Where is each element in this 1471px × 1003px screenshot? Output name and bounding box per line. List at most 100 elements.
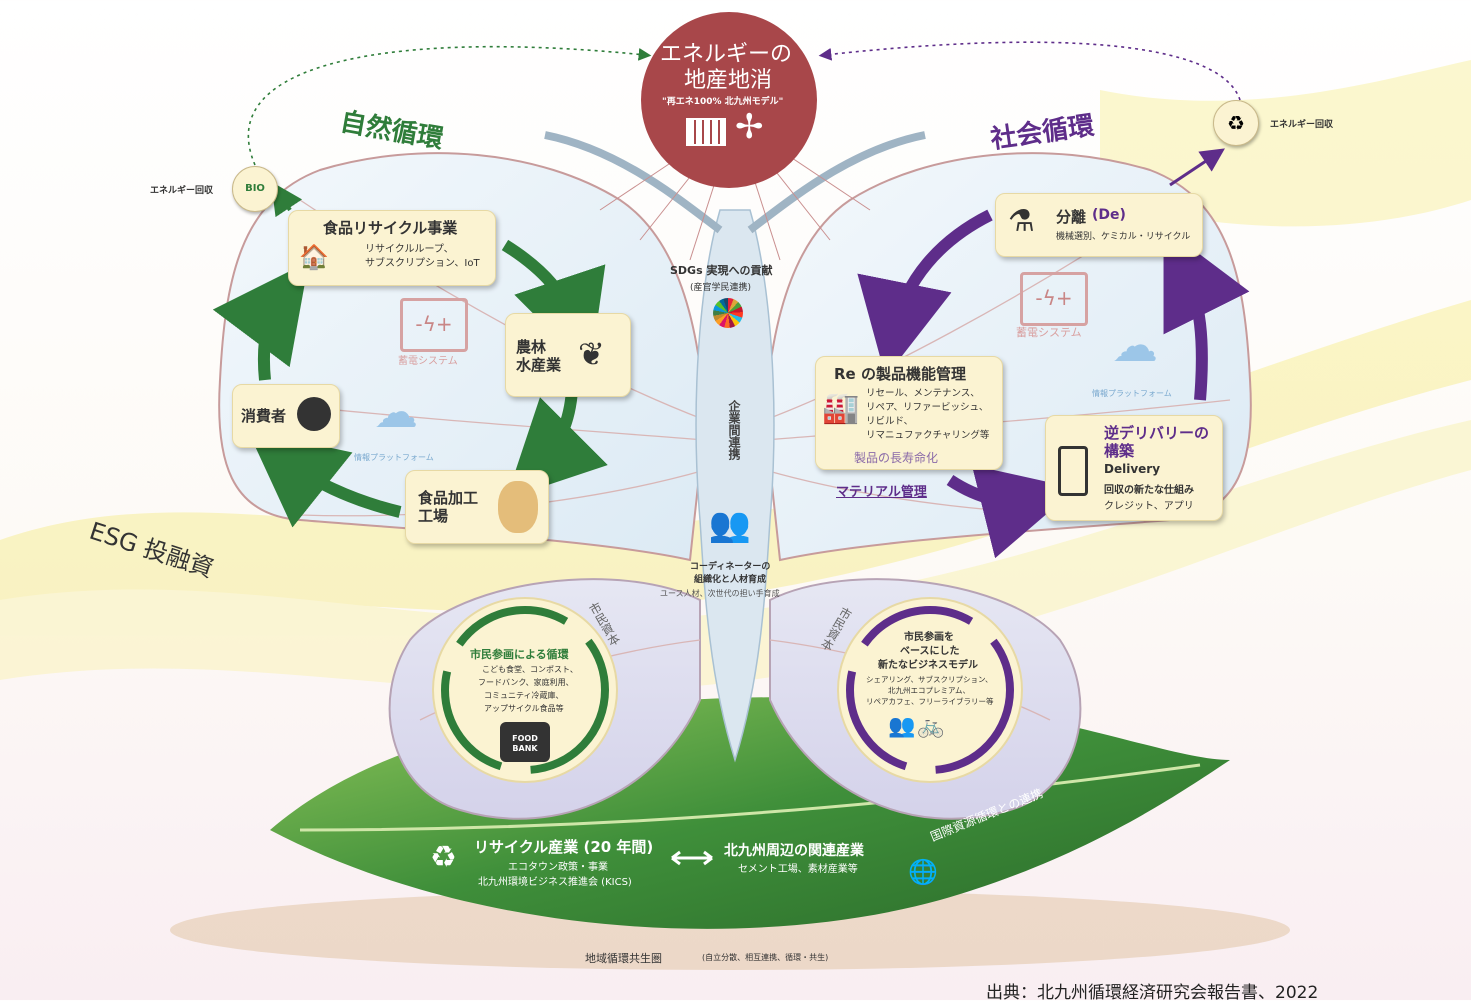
barrel-recycle-icon: ♻ bbox=[1213, 100, 1259, 146]
bm-title2: ベースにした bbox=[900, 646, 960, 657]
bm-line2: 北九州エコプレミアム、 bbox=[888, 686, 970, 695]
recycle-icon: ♻ bbox=[430, 840, 457, 875]
agri-line2: 水産業 bbox=[516, 356, 562, 374]
food-bank-text1: FOOD bbox=[512, 734, 538, 743]
purple-cycle-arrows bbox=[857, 209, 1250, 559]
esg-ribbons bbox=[0, 60, 1471, 692]
plant-icon: ❦ bbox=[578, 335, 605, 373]
food-bag-icon bbox=[297, 397, 331, 431]
globe-icon: 🌐 bbox=[908, 858, 938, 886]
food-recycle-line2: サブスクリプション、IoT bbox=[365, 258, 480, 269]
reverse-title2: 構築 bbox=[1104, 442, 1135, 460]
sharing-icons: 👥🚲 bbox=[888, 714, 947, 739]
sdgs-sub: (産官学民連携) bbox=[690, 283, 752, 293]
flask-icon: ⚗ bbox=[1008, 204, 1035, 239]
battery-left-icon: -ϟ+ bbox=[400, 298, 468, 352]
re-line2: リペア、リファービッシュ、 bbox=[866, 402, 989, 413]
bm-line1: シェアリング、サブスクリプション、 bbox=[866, 675, 993, 684]
related-industry-title: 北九州周辺の関連産業 bbox=[724, 843, 864, 859]
separation-box: ⚗ 分離 (De) 機械選別、ケミカル・リサイクル bbox=[995, 193, 1203, 257]
barn-icon: 🏠 bbox=[299, 243, 329, 271]
energy-title-1: エネルギーの bbox=[660, 42, 793, 67]
re-line3: リビルド、 bbox=[866, 416, 914, 427]
arrow-left-energy bbox=[247, 45, 652, 166]
factory-recycle-icon: 🏭 bbox=[822, 391, 860, 426]
factory-line2: 工場 bbox=[418, 507, 449, 525]
butterfly-body bbox=[695, 209, 775, 763]
consumer-label: 消費者 bbox=[241, 407, 287, 425]
citizen-cycle-title: 市民参画による循環 bbox=[470, 648, 569, 661]
puzzle-people-icon: 👥 bbox=[708, 505, 752, 545]
antenna-right bbox=[747, 131, 926, 234]
platform-right-label: 情報プラットフォーム bbox=[1092, 389, 1172, 398]
recycle-line1: エコタウン政策・事業 bbox=[508, 862, 608, 873]
bm-line3: リペアカフェ、フリーライブラリー等 bbox=[866, 697, 994, 706]
corp-collab-label: 企業間連携 bbox=[727, 400, 741, 460]
coord-line2: 組織化と人材育成 bbox=[694, 575, 767, 585]
re-title: Re の製品機能管理 bbox=[834, 365, 966, 383]
bio-fuel-icon: BIO bbox=[232, 166, 278, 212]
reverse-delivery: Delivery bbox=[1104, 462, 1161, 476]
business-model-ring bbox=[846, 606, 1014, 774]
agri-box: 農林 水産業 ❦ bbox=[505, 313, 631, 397]
energy-recovery-right-label: エネルギー回収 bbox=[1270, 120, 1334, 130]
energy-sun bbox=[641, 12, 817, 188]
food-factory-box: 食品加工 工場 bbox=[405, 470, 549, 544]
factory-line1: 食品加工 bbox=[418, 489, 479, 507]
coord-line3: ユース人材、次世代の担い手育成 bbox=[660, 589, 780, 598]
sdgs-label: SDGs 実現への貢献 bbox=[670, 264, 773, 277]
food-recycle-title: 食品リサイクル事業 bbox=[323, 219, 458, 237]
energy-recovery-left-label: エネルギー回収 bbox=[150, 186, 214, 196]
bm-title3: 新たなビジネスモデル bbox=[878, 660, 978, 671]
re-management-box: Re の製品機能管理 🏭 リセール、メンテナンス、 リペア、リファービッシュ、 … bbox=[815, 356, 1003, 470]
business-model-circle bbox=[837, 597, 1023, 783]
consumer-box: 消費者 bbox=[232, 384, 340, 448]
related-line1: セメント工場、素材産業等 bbox=[738, 864, 858, 875]
arrow-to-energy-right bbox=[1169, 148, 1225, 187]
food-recycle-box: 食品リサイクル事業 🏠 リサイクルループ、 サブスクリプション、IoT bbox=[288, 210, 496, 286]
arrow-right-energy bbox=[818, 41, 1241, 101]
citizen-cycle-circle bbox=[432, 597, 618, 783]
citizen-line1: こども食堂、コンポスト、 bbox=[482, 665, 578, 674]
material-mgmt-label: マテリアル管理 bbox=[836, 485, 927, 500]
re-line4: リマニュファクチャリング等 bbox=[866, 430, 990, 441]
reverse-title1: 逆デリバリーの bbox=[1104, 424, 1210, 442]
antenna-left bbox=[544, 131, 723, 234]
platform-left-label: 情報プラットフォーム bbox=[354, 453, 434, 462]
recycle-industry-title: リサイクル産業 (20 年間) bbox=[474, 838, 654, 856]
separation-sub: 機械選別、ケミカル・リサイクル bbox=[1056, 232, 1191, 242]
reverse-delivery-box: 逆デリバリーの 構築 Delivery 回収の新たな仕組み クレジット、アプリ bbox=[1045, 415, 1223, 521]
coord-line1: コーディネーターの bbox=[690, 562, 771, 572]
smartphone-icon bbox=[1058, 446, 1088, 496]
bm-title1: 市民参画を bbox=[904, 632, 954, 643]
agri-line1: 農林 bbox=[516, 338, 547, 356]
re-longevity: 製品の長寿命化 bbox=[854, 451, 939, 465]
regional-symbiosis-sub: (自立分散、相互連携、循環・共生) bbox=[702, 953, 829, 962]
wind-turbine-icon: ✢ bbox=[735, 107, 764, 147]
sdgs-wheel-icon bbox=[713, 298, 743, 328]
battery-left-label: 蓄電システム bbox=[398, 356, 458, 367]
double-arrow-icon bbox=[671, 850, 713, 866]
citizen-cycle-ring bbox=[441, 606, 609, 774]
separation-paren: (De) bbox=[1092, 207, 1126, 223]
arrow-to-energy-left bbox=[271, 181, 303, 218]
regional-symbiosis: 地域循環共生圏 bbox=[585, 952, 662, 965]
battery-right-label: 蓄電システム bbox=[1016, 326, 1082, 339]
food-bank-icon: FOOD BANK bbox=[500, 722, 550, 762]
source-credit: 出典：北九州循環経済研究会報告書、2022 bbox=[986, 983, 1319, 1003]
separation-title: 分離 bbox=[1056, 208, 1087, 226]
citizen-line3: コミュニティ冷蔵庫、 bbox=[484, 691, 564, 700]
food-recycle-line1: リサイクルループ、 bbox=[365, 244, 454, 255]
energy-subtitle: "再エネ100% 北九州モデル" bbox=[662, 97, 784, 107]
potato-icon bbox=[498, 481, 538, 533]
data-platform-left-icon: ☁ bbox=[374, 387, 418, 438]
battery-right-icon: -ϟ+ bbox=[1020, 272, 1088, 326]
reverse-line1: 回収の新たな仕組み bbox=[1104, 485, 1194, 496]
food-bank-text2: BANK bbox=[512, 744, 538, 753]
recycle-line2: 北九州環境ビジネス推進会 (KICS) bbox=[478, 877, 632, 888]
citizen-line4: アップサイクル食品等 bbox=[484, 704, 564, 713]
energy-title-2: 地産地消 bbox=[684, 68, 773, 93]
solar-panel-icon bbox=[686, 118, 726, 146]
citizen-line2: フードバンク、家庭利用、 bbox=[478, 678, 574, 687]
re-line1: リセール、メンテナンス、 bbox=[866, 388, 980, 399]
